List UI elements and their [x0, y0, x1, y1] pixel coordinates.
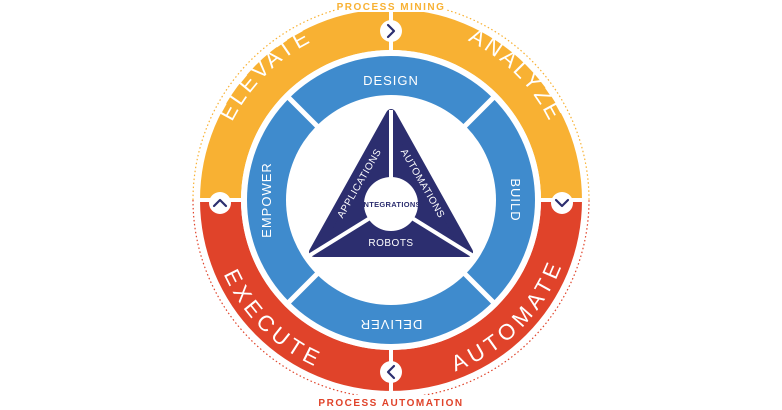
label-design: DESIGN [363, 73, 419, 88]
chevron-down-icon [551, 192, 573, 214]
label-robots: ROBOTS [368, 238, 413, 249]
outer-ring-red [200, 200, 582, 391]
middle-ring-divider-br [463, 272, 495, 304]
chevron-left-icon [380, 361, 402, 383]
label-empower: EMPOWER [259, 162, 274, 238]
label-deliver: DELIVER [360, 317, 423, 332]
label-process-automation: PROCESS AUTOMATION [318, 398, 463, 409]
outer-ring-orange [200, 9, 582, 200]
process-mining-label-bg [336, 0, 446, 12]
chevron-right-icon [380, 20, 402, 42]
middle-ring-divider-bl [287, 272, 319, 304]
middle-ring-divider-tl [287, 96, 319, 128]
label-process-mining: PROCESS MINING [337, 2, 446, 13]
label-build: BUILD [508, 178, 523, 221]
chevron-up-icon [209, 192, 231, 214]
label-integrations: INTEGRATIONS [361, 200, 421, 209]
process-automation-label-bg [318, 395, 464, 410]
middle-ring-divider-tr [463, 96, 495, 128]
center-circle [364, 177, 418, 231]
